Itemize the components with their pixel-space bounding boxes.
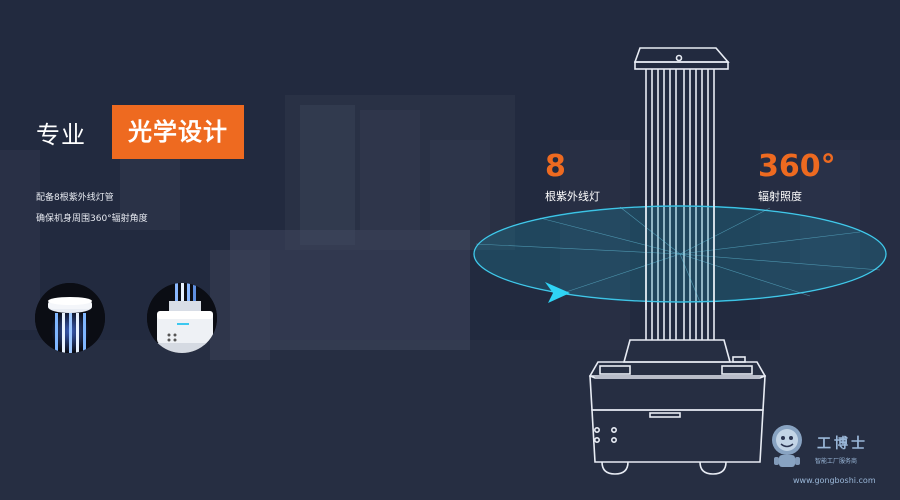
headline-highlight-badge: 光学设计 <box>112 105 244 159</box>
stat-irradiance-angle-label: 辐射照度 <box>758 190 802 203</box>
stat-lamp-count-label: 根紫外线灯 <box>545 190 600 203</box>
stat-lamp-count: 8 根紫外线灯 <box>545 152 600 204</box>
watermark-url: www.gongboshi.com <box>793 476 876 485</box>
stat-lamp-count-value: 8 <box>545 149 566 184</box>
description-line-1: 配备8根紫外线灯管 <box>36 193 114 203</box>
stat-irradiance-angle-value: 360° <box>758 149 836 184</box>
watermark: 工博士 智能工厂服务商 www.gongboshi.com <box>765 420 895 495</box>
robot-base-closeup-image <box>147 283 217 353</box>
mascot-logo-icon <box>772 425 802 467</box>
description-line-2: 确保机身周围360°辐射角度 <box>36 214 148 224</box>
headline: 专业 光学设计 <box>36 105 244 159</box>
stat-irradiance-angle: 360° 辐射照度 <box>758 152 836 204</box>
headline-plain: 专业 <box>36 120 86 149</box>
rotation-arrow-icon <box>545 282 570 303</box>
watermark-subtitle: 智能工厂服务商 <box>815 458 858 465</box>
uv-lamp-closeup-image <box>35 283 105 353</box>
watermark-title: 工博士 <box>817 436 868 452</box>
